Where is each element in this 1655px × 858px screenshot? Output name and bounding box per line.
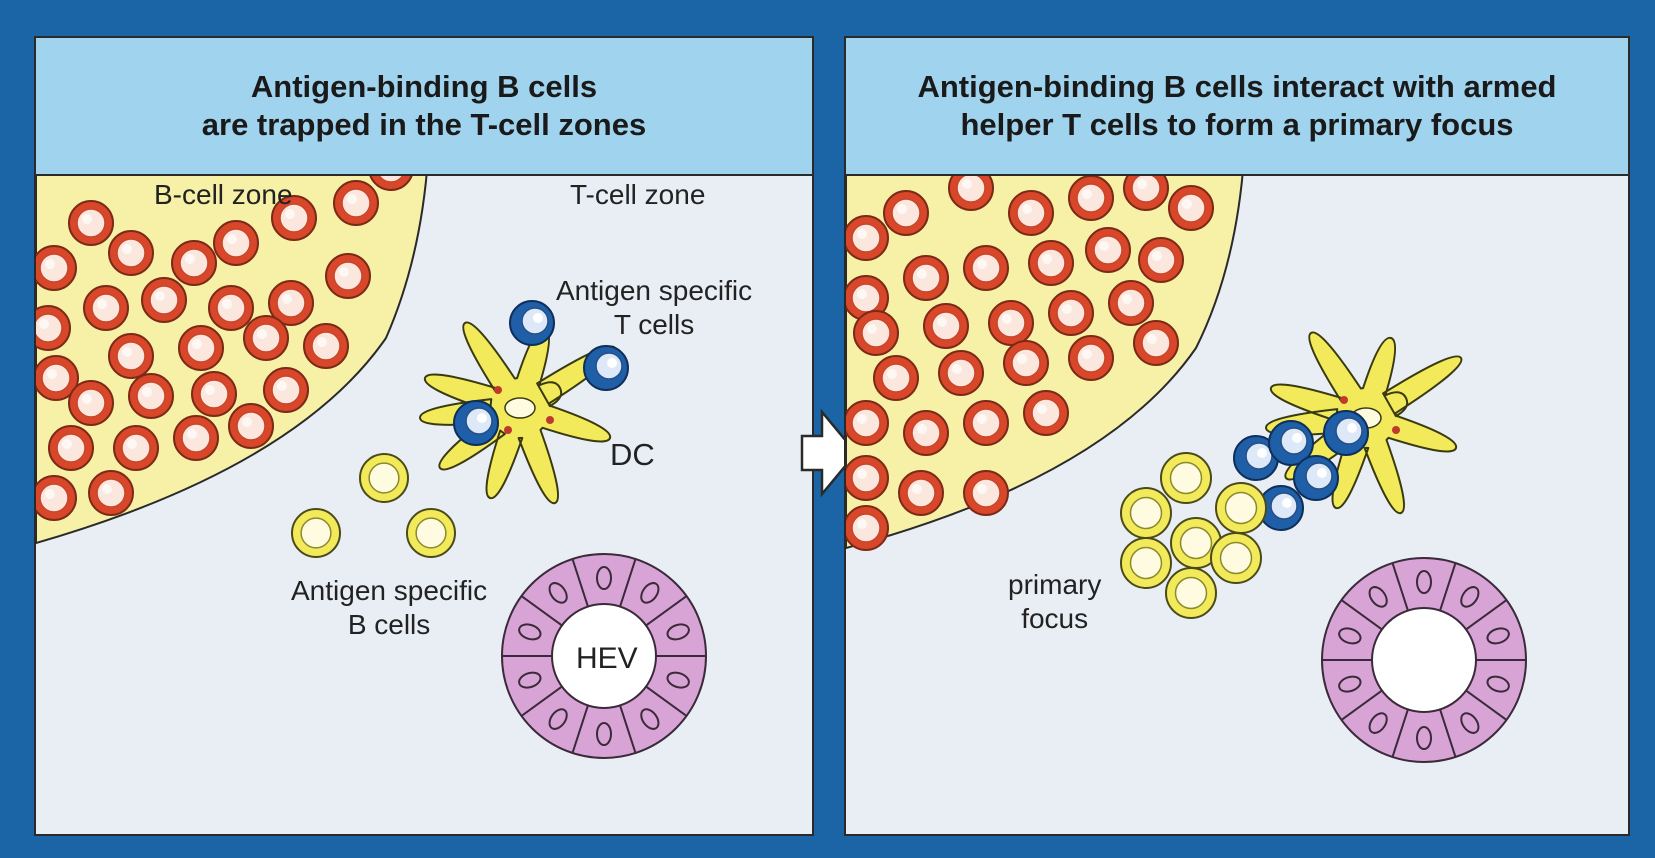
resting-b-cell: [1086, 228, 1130, 272]
resting-b-cell: [142, 278, 186, 322]
resting-b-cell: [854, 311, 898, 355]
right-panel-title-line2: helper T cells to form a primary focus: [961, 106, 1514, 144]
antigen-specific-b-cell: [1211, 533, 1261, 583]
resting-b-cell: [884, 191, 928, 235]
hev-vessel: [1322, 558, 1526, 762]
resting-b-cell: [899, 471, 943, 515]
resting-b-cell: [114, 426, 158, 470]
resting-b-cell: [214, 221, 258, 265]
antigen-specific-t-cells-label: Antigen specific T cells: [556, 274, 752, 342]
antigen-specific-b-cell: [1161, 453, 1211, 503]
resting-b-cell: [304, 324, 348, 368]
antigen-specific-b-cell: [292, 509, 340, 557]
left-panel-title-line1: Antigen-binding B cells: [251, 68, 597, 106]
primary-focus-line1: primary: [1008, 568, 1101, 602]
resting-b-cell: [904, 256, 948, 300]
t-cell: [1324, 411, 1368, 455]
resting-b-cell: [1139, 238, 1183, 282]
antigen-specific-t-cells-line2: T cells: [556, 308, 752, 342]
resting-b-cell: [1169, 186, 1213, 230]
resting-b-cell: [846, 401, 888, 445]
t-cell: [454, 401, 498, 445]
antigen-specific-b-cell: [1166, 568, 1216, 618]
b-cell-zone-label: B-cell zone: [154, 178, 293, 212]
antigen-specific-b-cell: [407, 509, 455, 557]
resting-b-cell: [334, 181, 378, 225]
resting-b-cell: [1009, 191, 1053, 235]
antigen-specific-t-cells-line1: Antigen specific: [556, 274, 752, 308]
antigen-specific-b-cells-label: Antigen specific B cells: [291, 574, 487, 642]
resting-b-cell: [326, 254, 370, 298]
resting-b-cell: [84, 286, 128, 330]
resting-b-cell: [36, 246, 76, 290]
resting-b-cell: [69, 201, 113, 245]
left-panel-header: Antigen-binding B cells are trapped in t…: [36, 38, 812, 176]
resting-b-cell: [964, 246, 1008, 290]
hev-label: HEV: [576, 642, 638, 676]
resting-b-cell: [209, 286, 253, 330]
antigen-specific-b-cell: [1121, 488, 1171, 538]
right-panel: Antigen-binding B cells interact with ar…: [844, 36, 1630, 836]
resting-b-cell: [192, 372, 236, 416]
left-panel-title-line2: are trapped in the T-cell zones: [202, 106, 646, 144]
resting-b-cell: [846, 216, 888, 260]
resting-b-cell: [1069, 336, 1113, 380]
resting-b-cell: [264, 368, 308, 412]
resting-b-cell: [179, 326, 223, 370]
resting-b-cell: [989, 301, 1033, 345]
resting-b-cell: [964, 471, 1008, 515]
resting-b-cell: [964, 401, 1008, 445]
right-panel-header: Antigen-binding B cells interact with ar…: [846, 38, 1628, 176]
t-cell-zone-label: T-cell zone: [570, 178, 705, 212]
resting-b-cell: [846, 506, 888, 550]
resting-b-cell: [49, 426, 93, 470]
resting-b-cell: [1029, 241, 1073, 285]
resting-b-cell: [846, 456, 888, 500]
resting-b-cell: [1109, 281, 1153, 325]
t-cell: [510, 301, 554, 345]
primary-focus-label: primary focus: [1008, 568, 1101, 636]
resting-b-cell: [939, 351, 983, 395]
resting-b-cell: [1134, 321, 1178, 365]
resting-b-cell: [1069, 176, 1113, 220]
resting-b-cell: [1049, 291, 1093, 335]
resting-b-cell: [89, 471, 133, 515]
resting-b-cell: [1024, 391, 1068, 435]
dc-label: DC: [610, 438, 655, 472]
antigen-specific-b-cells-line2: B cells: [291, 608, 487, 642]
t-cell: [584, 346, 628, 390]
resting-b-cell: [174, 416, 218, 460]
resting-b-cell: [109, 231, 153, 275]
dendritic-cell: [420, 322, 615, 503]
resting-b-cell: [36, 306, 70, 350]
resting-b-cell: [244, 316, 288, 360]
resting-b-cell: [172, 241, 216, 285]
resting-b-cell: [69, 381, 113, 425]
antigen-specific-b-cells-line1: Antigen specific: [291, 574, 487, 608]
resting-b-cell: [36, 476, 76, 520]
resting-b-cell: [874, 356, 918, 400]
resting-b-cell: [904, 411, 948, 455]
right-panel-title-line1: Antigen-binding B cells interact with ar…: [917, 68, 1556, 106]
resting-b-cell: [924, 304, 968, 348]
resting-b-cell: [229, 404, 273, 448]
antigen-specific-b-cell: [1121, 538, 1171, 588]
resting-b-cell: [109, 334, 153, 378]
antigen-specific-b-cell: [360, 454, 408, 502]
antigen-specific-b-cell: [1216, 483, 1266, 533]
t-cell: [1294, 456, 1338, 500]
resting-b-cell: [1004, 341, 1048, 385]
primary-focus-line2: focus: [1008, 602, 1101, 636]
resting-b-cell: [129, 374, 173, 418]
left-panel: Antigen-binding B cells are trapped in t…: [34, 36, 814, 836]
